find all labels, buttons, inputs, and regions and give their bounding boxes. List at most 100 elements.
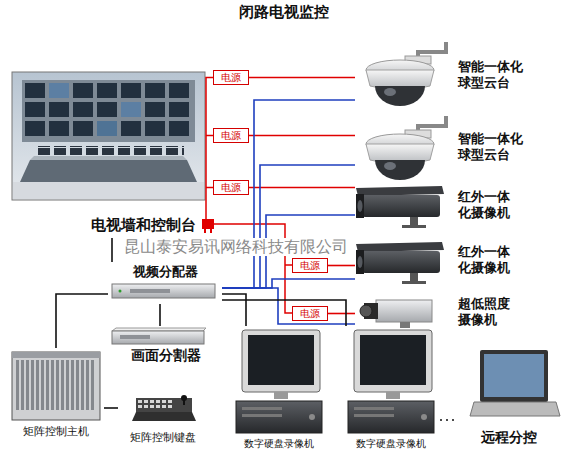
node-label: 超低照度摄像机 xyxy=(458,296,513,327)
node-label: 电源 xyxy=(221,71,241,84)
node-label: 智能一体化球型云台 xyxy=(458,131,526,162)
power-cable xyxy=(328,265,355,267)
connectors xyxy=(56,78,456,421)
dvr-picture-part xyxy=(248,335,314,385)
signal-cable xyxy=(222,294,246,326)
watermark: 昆山泰安易讯网络科技有限公司 xyxy=(124,238,348,256)
dome-camera-picture xyxy=(366,42,446,106)
remote-client: 远程分控 xyxy=(456,345,562,448)
signal-cable xyxy=(56,294,108,348)
node-label: 红外一体化摄像机 xyxy=(458,189,513,220)
power-wiring-part xyxy=(285,264,292,266)
signal-cable xyxy=(222,300,346,326)
node-label: 红外一体化摄像机 xyxy=(458,244,513,275)
matrix-host-picture xyxy=(12,352,100,420)
dome-camera: 智能一体化球型云台 xyxy=(355,116,560,178)
dvr-picture-part xyxy=(242,407,282,410)
power-plug-part xyxy=(210,229,212,233)
node-label: 电源 xyxy=(221,129,241,142)
power-cable xyxy=(249,187,355,189)
keyboard-picture xyxy=(132,395,196,421)
power-wiring-part xyxy=(206,135,213,137)
ir-camera: 红外一体化摄像机 xyxy=(355,234,560,286)
power-supply-box: 电源 xyxy=(213,128,249,143)
network-link xyxy=(440,419,456,421)
control-room-photo-part xyxy=(12,72,205,200)
node-label: 视频分配器 xyxy=(133,264,198,280)
dvr-picture-part xyxy=(309,414,315,420)
quad-splitter: 画面分割器 xyxy=(108,326,223,366)
low-light-camera-picture-part xyxy=(360,305,372,317)
power-supply-box: 电源 xyxy=(292,258,328,273)
keyboard-picture-part xyxy=(132,412,196,421)
ir-camera: 红外一体化摄像机 xyxy=(355,180,560,230)
low-light-camera: 超低照度摄像机 xyxy=(355,290,560,334)
node-label: 画面分割器 xyxy=(131,347,201,364)
signal-cable xyxy=(111,238,113,262)
control-room-photo-part xyxy=(34,146,184,156)
laptop-picture-part xyxy=(484,354,544,397)
dvr-picture xyxy=(236,330,322,433)
node-label: 电源 xyxy=(300,307,320,320)
ir-camera-picture xyxy=(356,186,444,228)
dvr-picture-part xyxy=(242,330,320,392)
control-room-photo-part xyxy=(25,83,193,140)
control-room-photo-part xyxy=(49,83,69,98)
node-label: 远程分控 xyxy=(481,429,537,446)
dome-camera-picture-part xyxy=(384,88,396,96)
keyboard-picture-part xyxy=(138,400,174,410)
power-supply-box: 电源 xyxy=(292,306,328,321)
ir-camera-picture-part xyxy=(356,186,444,196)
node-label: 智能一体化球型云台 xyxy=(458,59,526,90)
control-room-photo-part xyxy=(20,160,197,182)
laptop-picture-part xyxy=(480,350,548,402)
power-wiring-part xyxy=(206,78,213,221)
dvr: 数字硬盘录像机 xyxy=(342,326,440,452)
power-wiring xyxy=(206,78,292,314)
dvr-picture xyxy=(348,330,434,433)
power-supply-box: 电源 xyxy=(213,180,249,195)
control-room-photo-part xyxy=(121,102,141,117)
video-distributor-picture xyxy=(112,284,215,298)
matrix-host-picture-part xyxy=(16,360,96,410)
splitter-picture-part xyxy=(112,331,204,344)
dvr-picture-part xyxy=(236,401,322,433)
low-light-camera-picture-part xyxy=(376,300,432,322)
video-cable xyxy=(222,279,355,288)
power-cable xyxy=(249,135,355,137)
power-plug xyxy=(202,219,214,233)
node-label: 矩阵控制主机 xyxy=(23,425,89,438)
video-distributor-picture-part xyxy=(130,289,170,293)
laptop-picture xyxy=(470,350,560,416)
ir-camera-picture-part xyxy=(356,194,364,218)
control-room-photo-part xyxy=(30,156,187,160)
video-distributor: 视频分配器 xyxy=(108,262,222,304)
low-light-camera-picture xyxy=(360,300,432,328)
power-cable xyxy=(328,313,355,315)
dome-camera: 智能一体化球型云台 xyxy=(355,38,560,112)
dvr: 数字硬盘录像机 xyxy=(230,326,328,452)
keyboard-picture-part xyxy=(181,395,187,401)
node-label: 电源 xyxy=(300,259,320,272)
control-room-photo-part xyxy=(22,80,195,142)
power-plug-part xyxy=(202,219,214,229)
signal-cable xyxy=(104,407,118,409)
matrix-host-picture-part xyxy=(12,352,100,358)
node-label: 矩阵控制键盘 xyxy=(130,431,196,444)
node-label: 数字硬盘录像机 xyxy=(356,438,426,450)
control-room-photo xyxy=(12,72,205,200)
video-distributor-picture-part xyxy=(119,290,122,293)
control-room-photo-part xyxy=(97,121,117,136)
power-supply-box: 电源 xyxy=(213,70,249,85)
dvr-picture-part xyxy=(242,414,282,417)
matrix-host: 矩阵控制主机 xyxy=(8,348,104,440)
diagram-title: 闭路电视监控 xyxy=(0,3,568,22)
power-cable xyxy=(249,77,355,79)
ir-camera-picture xyxy=(356,242,444,284)
matrix-keyboard: 矩阵控制键盘 xyxy=(118,393,208,446)
ir-camera-picture-part xyxy=(410,217,418,226)
power-wiring-part xyxy=(206,187,213,189)
dome-camera-picture xyxy=(366,116,446,180)
splitter-picture xyxy=(112,328,206,344)
